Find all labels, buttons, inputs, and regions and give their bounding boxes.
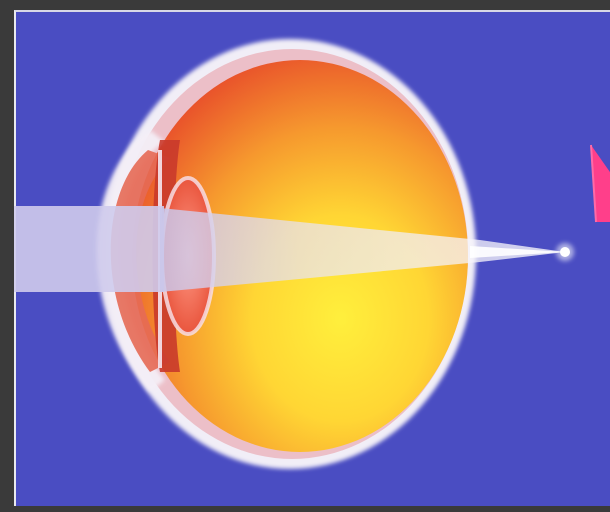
focal-point: [556, 243, 574, 261]
triangle-pointer-icon: [591, 145, 610, 222]
